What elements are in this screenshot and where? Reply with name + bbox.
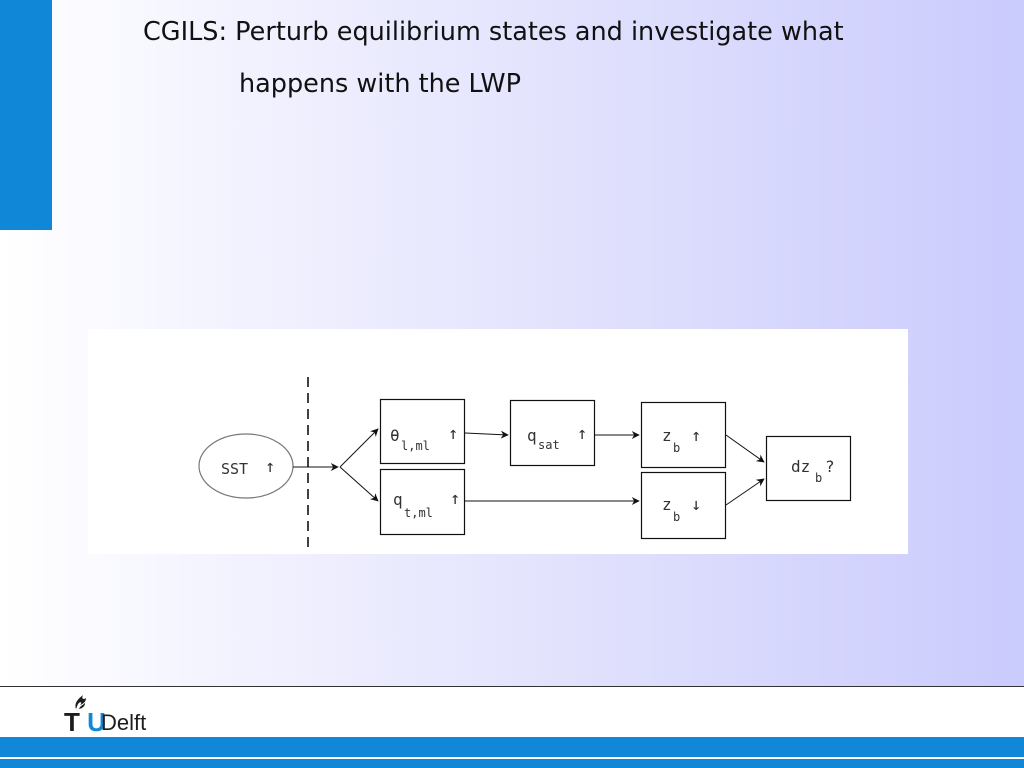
arrow-to-qt [339, 466, 379, 502]
zb-down-symbol: z [662, 495, 672, 514]
logo-u-letter: U [87, 707, 106, 735]
qt-subscript: t,ml [404, 506, 433, 520]
logo-tu-text: T [64, 707, 80, 735]
footer-blue-band [0, 737, 1024, 757]
theta-subscript: l,ml [401, 439, 430, 453]
qsat-subscript: sat [538, 438, 560, 452]
zb-up-symbol: z [662, 426, 672, 445]
zb-up-subscript: b [673, 441, 680, 455]
title-line-2: happens with the LWP [239, 69, 522, 99]
slide-title: CGILS: Perturb equilibrium states and in… [143, 6, 973, 110]
diagram-canvas: SST ↑ θ l,ml ↑ q t,ml ↑ q sat [198, 377, 852, 553]
qsat-node: q sat ↑ [509, 399, 596, 467]
arrow-to-theta [339, 428, 379, 468]
left-accent-bar [0, 0, 52, 230]
arrow-theta-to-qsat [464, 430, 509, 439]
qsat-symbol: q [527, 426, 537, 445]
qt-symbol: q [393, 490, 403, 509]
theta-node: θ l,ml ↑ [379, 398, 466, 465]
zb-down-subscript: b [673, 510, 680, 524]
dzb-subscript: b [815, 471, 822, 485]
sst-up-arrow: ↑ [265, 457, 275, 477]
theta-symbol: θ [390, 426, 400, 445]
logo-tu: T U [64, 707, 106, 735]
theta-up-arrow: ↑ [448, 424, 458, 444]
dzb-question-mark: ? [825, 457, 835, 476]
qt-node: q t,ml ↑ [379, 468, 466, 536]
footer [0, 687, 1024, 737]
tu-delft-logo: T U Delft [64, 689, 174, 737]
dzb-symbol: dz [791, 457, 810, 476]
feedback-diagram: SST ↑ θ l,ml ↑ q t,ml ↑ q sat [88, 329, 908, 554]
zb-up-arrow: ↑ [691, 426, 701, 446]
zb-down-node: z b ↓ [640, 471, 727, 540]
dzb-node: dz b ? [765, 435, 852, 502]
title-line-1: CGILS: Perturb equilibrium states and in… [143, 17, 844, 47]
zb-down-arrow: ↓ [691, 495, 701, 515]
sst-label: SST [221, 460, 248, 478]
footer-band-gap [0, 757, 1024, 759]
zb-up-node: z b ↑ [640, 401, 727, 469]
flame-icon: T U Delft [64, 695, 146, 737]
footer-divider [0, 686, 1024, 687]
arrow-zb-up-to-dzb [725, 434, 765, 463]
arrow-zb-down-to-dzb [725, 478, 765, 506]
sst-node: SST ↑ [198, 433, 294, 499]
logo-delft: Delft [101, 710, 146, 735]
qsat-up-arrow: ↑ [577, 424, 587, 444]
qt-up-arrow: ↑ [450, 489, 460, 509]
footer-blue-band-bottom [0, 759, 1024, 768]
